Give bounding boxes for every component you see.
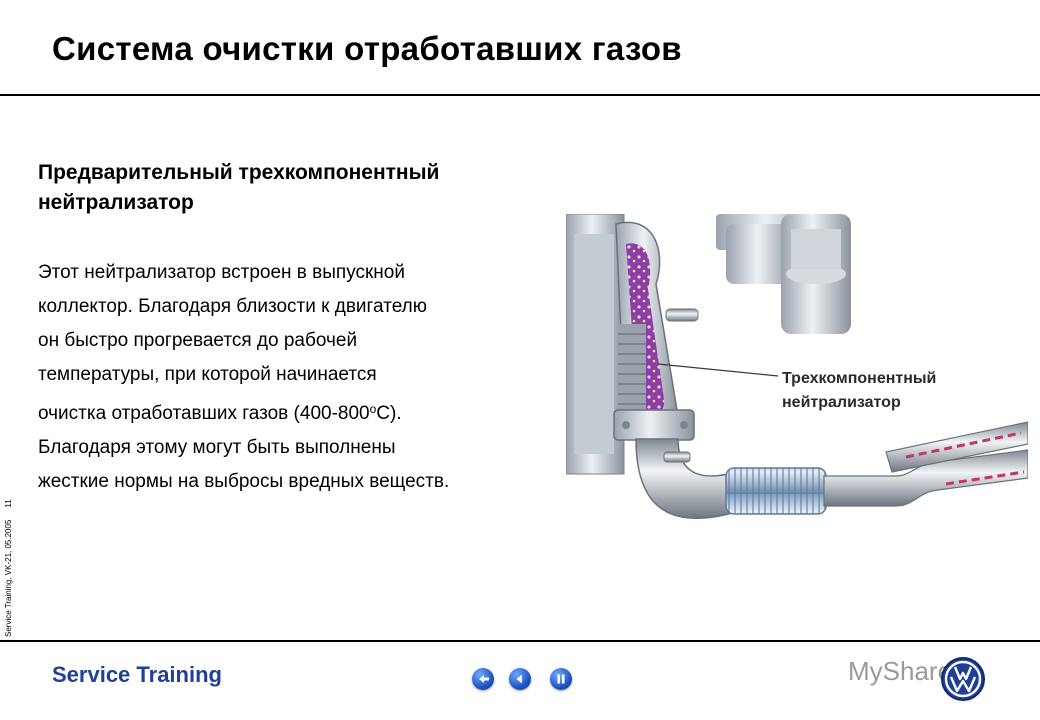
body-line-text: очистка отработавших газов (400-800 (38, 403, 370, 424)
first-page-button[interactable] (472, 668, 494, 690)
section-heading: Предварительный трехкомпонентный нейтрал… (38, 158, 578, 218)
chevron-left-icon (516, 674, 522, 684)
body-line-temperature: очистка отработавших газов (400-800oC). (38, 392, 449, 431)
degree-sup: o (369, 402, 377, 416)
catalytic-converter-illustration (566, 214, 1028, 519)
footer-divider (0, 640, 1040, 642)
pause-icon (557, 674, 565, 684)
pause-button[interactable] (550, 668, 572, 690)
section-body: Этот нейтрализатор встроен в выпускной к… (38, 256, 449, 499)
page-number: 11 (4, 499, 13, 508)
body-line: коллектор. Благодаря близости к двигател… (38, 296, 427, 317)
body-line: температуры, при которой начинается (38, 364, 377, 385)
page-title: Система очистки отработавших газов (52, 30, 682, 67)
header-divider (0, 94, 1040, 96)
callout-label: Трехкомпонентный нейтрализатор (782, 367, 936, 415)
vw-logo-icon (941, 657, 985, 701)
side-footnote: Service Training, VK-21, 05.2005 11 (4, 499, 13, 637)
body-line: Этот нейтрализатор встроен в выпускной (38, 262, 405, 283)
body-line: Благодаря этому могут быть выполнены (38, 437, 396, 458)
temp-suffix: C). (376, 403, 402, 424)
rewind-icon (479, 675, 489, 683)
section-heading-line: Предварительный трехкомпонентный (38, 161, 440, 184)
body-line: он быстро прогревается до рабочей (38, 330, 358, 351)
callout-line: нейтрализатор (782, 394, 901, 411)
footer-brand: Service Training (52, 662, 222, 687)
previous-page-button[interactable] (509, 668, 531, 690)
body-line: жесткие нормы на выбросы вредных веществ… (38, 471, 450, 492)
callout-line: Трехкомпонентный (782, 370, 937, 387)
side-footnote-text: Service Training, VK-21, 05.2005 (4, 519, 13, 637)
section-heading-line: нейтрализатор (38, 191, 194, 214)
